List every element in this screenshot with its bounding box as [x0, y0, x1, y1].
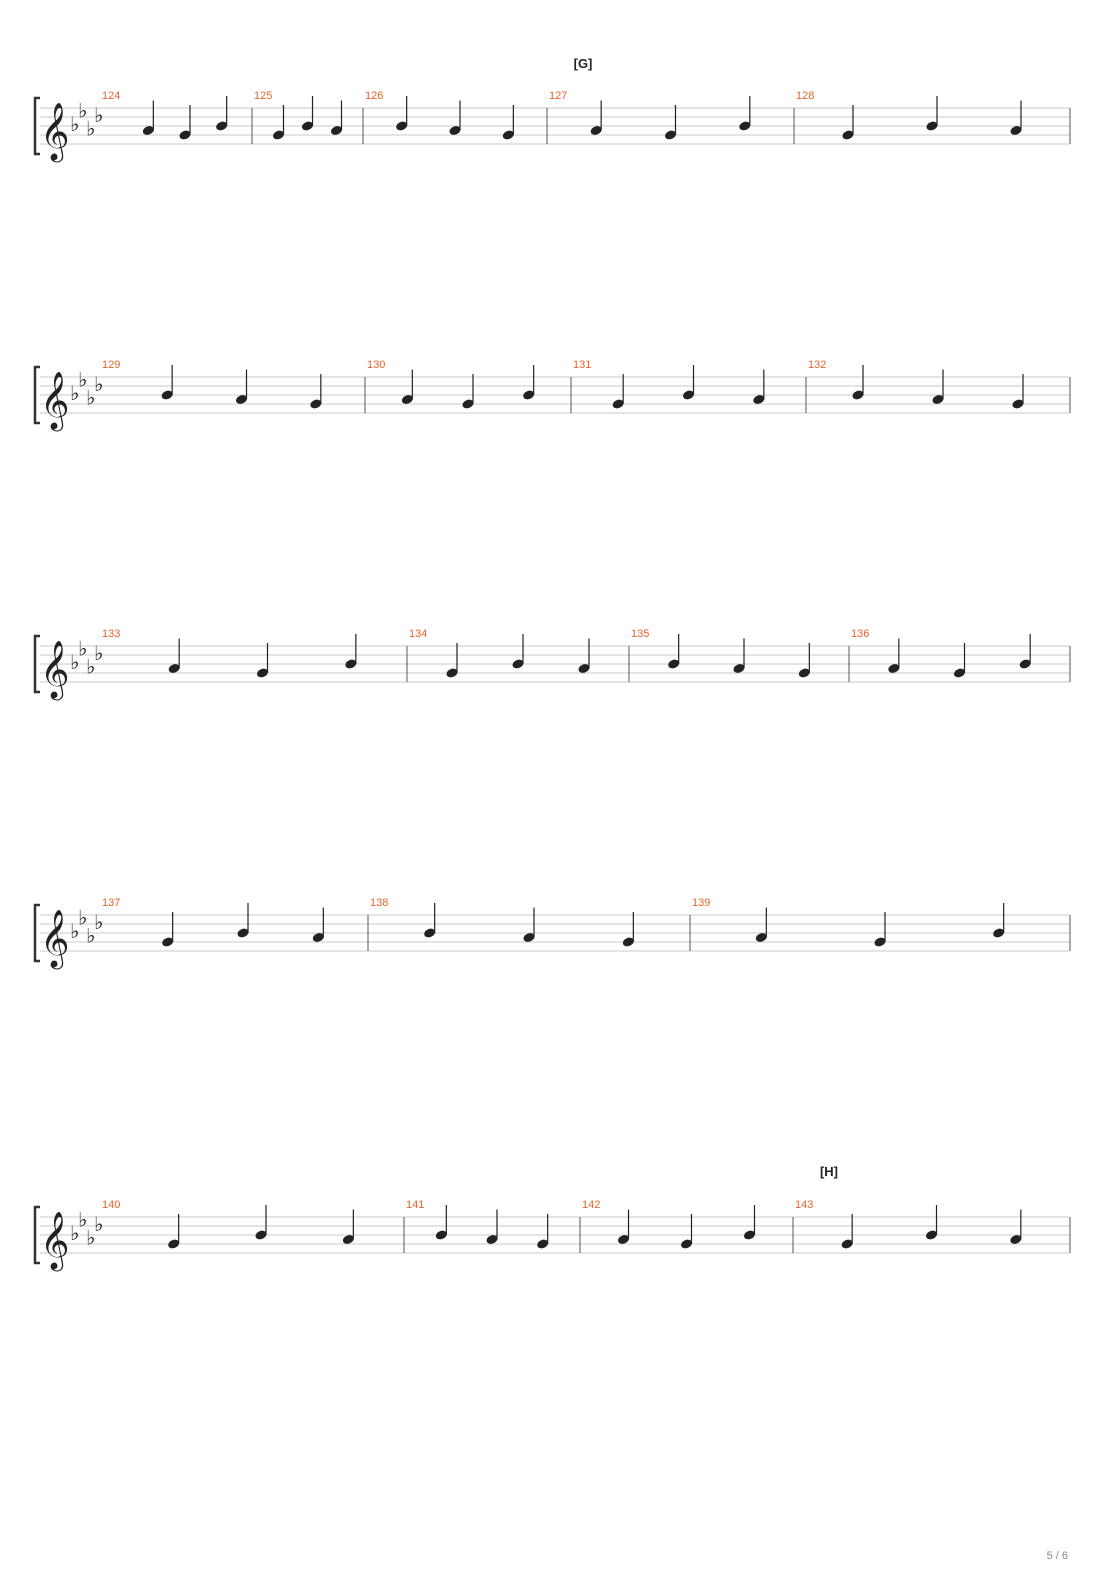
treble-clef-icon: 𝄞: [40, 1211, 70, 1272]
rehearsal-mark: [H]: [820, 1164, 838, 1179]
measure-number: 132: [808, 359, 826, 371]
flat-icon: ♭: [78, 1208, 87, 1232]
flat-icon: ♭: [78, 368, 87, 392]
page-indicator: 5 / 6: [1046, 1550, 1068, 1562]
measure-number: 143: [795, 1199, 813, 1211]
flat-icon: ♭: [86, 924, 95, 948]
flat-icon: ♭: [78, 906, 87, 930]
treble-clef-icon: 𝄞: [40, 909, 70, 970]
measure-number: 140: [102, 1199, 120, 1211]
flat-icon: ♭: [70, 919, 79, 943]
flat-icon: ♭: [86, 655, 95, 679]
system-bracket: [33, 96, 40, 156]
flat-icon: ♭: [70, 650, 79, 674]
flat-icon: ♭: [94, 641, 103, 665]
measure-number: 126: [365, 90, 383, 102]
flat-icon: ♭: [94, 372, 103, 396]
rehearsal-mark: [G]: [574, 56, 593, 71]
flat-icon: ♭: [94, 1212, 103, 1236]
flat-icon: ♭: [70, 381, 79, 405]
treble-clef-icon: 𝄞: [40, 640, 70, 701]
treble-clef-icon: 𝄞: [40, 371, 70, 432]
measure-number: 130: [367, 359, 385, 371]
system-bracket: [33, 903, 40, 963]
measure-number: 131: [573, 359, 591, 371]
flat-icon: ♭: [78, 99, 87, 123]
measure-number: 138: [370, 897, 388, 909]
measure-number: 134: [409, 628, 427, 640]
measure-number: 124: [102, 90, 120, 102]
measure-number: 141: [406, 1199, 424, 1211]
flat-icon: ♭: [94, 910, 103, 934]
flat-icon: ♭: [86, 117, 95, 141]
flat-icon: ♭: [70, 1221, 79, 1245]
system-bracket: [33, 365, 40, 425]
system-bracket: [33, 1205, 40, 1265]
flat-icon: ♭: [86, 386, 95, 410]
measure-number: 136: [851, 628, 869, 640]
measure-number: 125: [254, 90, 272, 102]
measure-number: 133: [102, 628, 120, 640]
measure-number: 127: [549, 90, 567, 102]
measure-number: 128: [796, 90, 814, 102]
flat-icon: ♭: [94, 103, 103, 127]
flat-icon: ♭: [70, 112, 79, 136]
measure-number: 129: [102, 359, 120, 371]
system-bracket: [33, 634, 40, 694]
treble-clef-icon: 𝄞: [40, 102, 70, 163]
measure-number: 142: [582, 1199, 600, 1211]
measure-number: 135: [631, 628, 649, 640]
flat-icon: ♭: [86, 1226, 95, 1250]
measure-number: 139: [692, 897, 710, 909]
measure-number: 137: [102, 897, 120, 909]
flat-icon: ♭: [78, 637, 87, 661]
